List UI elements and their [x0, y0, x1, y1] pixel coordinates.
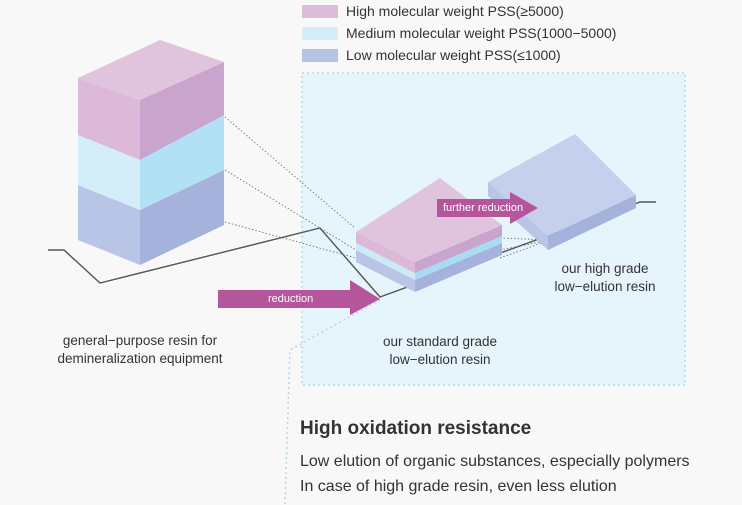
label-general-line2: demineralization equipment: [57, 351, 223, 366]
legend-label-high: High molecular weight PSS(≥5000): [346, 3, 564, 19]
section-line-2: In case of high grade resin, even less e…: [300, 478, 617, 495]
reduction-label: reduction: [268, 293, 314, 305]
legend-item-low: Low molecular weight PSS(≤1000): [302, 44, 616, 66]
reduction-arrow: [218, 280, 380, 315]
connector-dotted: [284, 299, 381, 505]
further-reduction-arrow: [437, 192, 538, 224]
further-reduction-label: further reduction: [443, 202, 524, 214]
legend-label-low: Low molecular weight PSS(≤1000): [346, 47, 561, 63]
label-high-line1: our high grade: [561, 261, 649, 276]
legend-item-medium: Medium molecular weight PSS(1000−5000): [302, 22, 616, 44]
legend-label-medium: Medium molecular weight PSS(1000−5000): [346, 25, 617, 41]
label-general: general−purpose resin for demineralizati…: [40, 332, 240, 368]
legend-swatch-low: [302, 48, 338, 62]
legend-swatch-medium: [302, 26, 338, 40]
label-standard-line2: low−elution resin: [389, 352, 491, 367]
label-high-line2: low−elution resin: [554, 279, 656, 294]
label-high: our high grade low−elution resin: [520, 260, 690, 296]
legend-swatch-high: [302, 4, 338, 18]
section-heading: High oxidation resistance: [300, 418, 532, 439]
baseline: [48, 201, 656, 298]
label-standard-line1: our standard grade: [382, 334, 498, 349]
label-general-line1: general−purpose resin for: [62, 333, 218, 348]
legend: High molecular weight PSS(≥5000) Medium …: [302, 0, 616, 66]
legend-item-high: High molecular weight PSS(≥5000): [302, 0, 616, 22]
section-line-1: Low elution of organic substances, espec…: [300, 453, 690, 470]
block-general: [78, 40, 224, 265]
label-standard: our standard grade low−elution resin: [350, 333, 530, 369]
